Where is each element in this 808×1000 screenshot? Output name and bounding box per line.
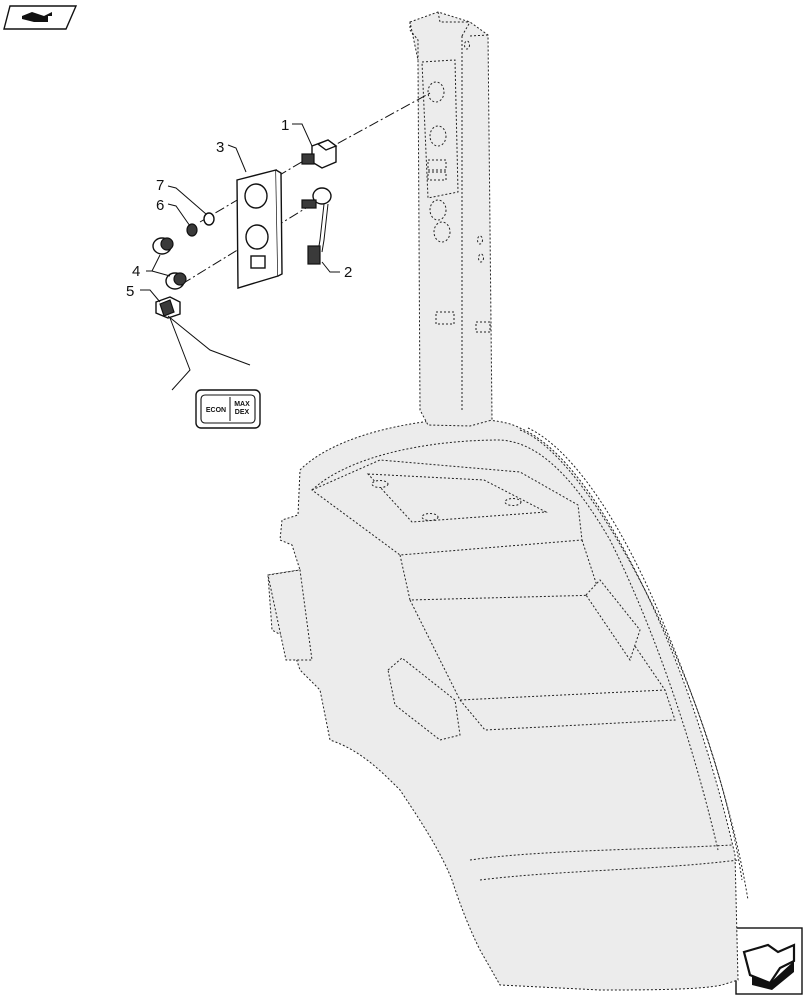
assembly-axis-1: [321, 91, 433, 153]
wire-connector-part: [301, 187, 332, 265]
rocker-switch-part: [155, 296, 181, 319]
leader-4a: [146, 254, 161, 272]
callout-3: 3: [216, 139, 224, 156]
leader-2: [321, 261, 340, 273]
leader-3: [227, 144, 247, 173]
switch-label-left: ECON: [206, 407, 226, 414]
callout-5: 5: [126, 283, 134, 300]
panel-plate: [236, 169, 283, 289]
callout-7: 7: [156, 177, 164, 194]
plug-part-lower: [165, 272, 187, 290]
plug-part-upper: [152, 237, 174, 255]
leader-7: [167, 185, 207, 215]
switch-label-right-line1: MAX: [234, 401, 250, 408]
ring-part-6: [186, 223, 198, 237]
book-arrow-icon[interactable]: [3, 5, 78, 30]
leader-switch-detail-2: [169, 317, 191, 391]
switch-label-right-line2: DEX: [235, 409, 250, 416]
callout-4: 4: [132, 263, 140, 280]
callout-6: 6: [156, 197, 164, 214]
leader-switch-detail: [167, 315, 251, 366]
callout-1: 1: [281, 117, 289, 134]
assembly-axis-2: [199, 149, 323, 223]
leader-1: [292, 123, 313, 147]
switch-part: [301, 139, 338, 169]
switch-label-detail: ECON MAX DEX: [195, 389, 261, 429]
fender-housing: [267, 418, 749, 991]
leader-4b: [151, 270, 171, 277]
ring-part-7: [203, 212, 215, 226]
next-page-arrow-icon[interactable]: [735, 927, 803, 995]
callout-2: 2: [344, 264, 352, 281]
cab-post: [409, 11, 493, 427]
leader-5: [140, 289, 161, 303]
leader-6: [167, 203, 191, 227]
